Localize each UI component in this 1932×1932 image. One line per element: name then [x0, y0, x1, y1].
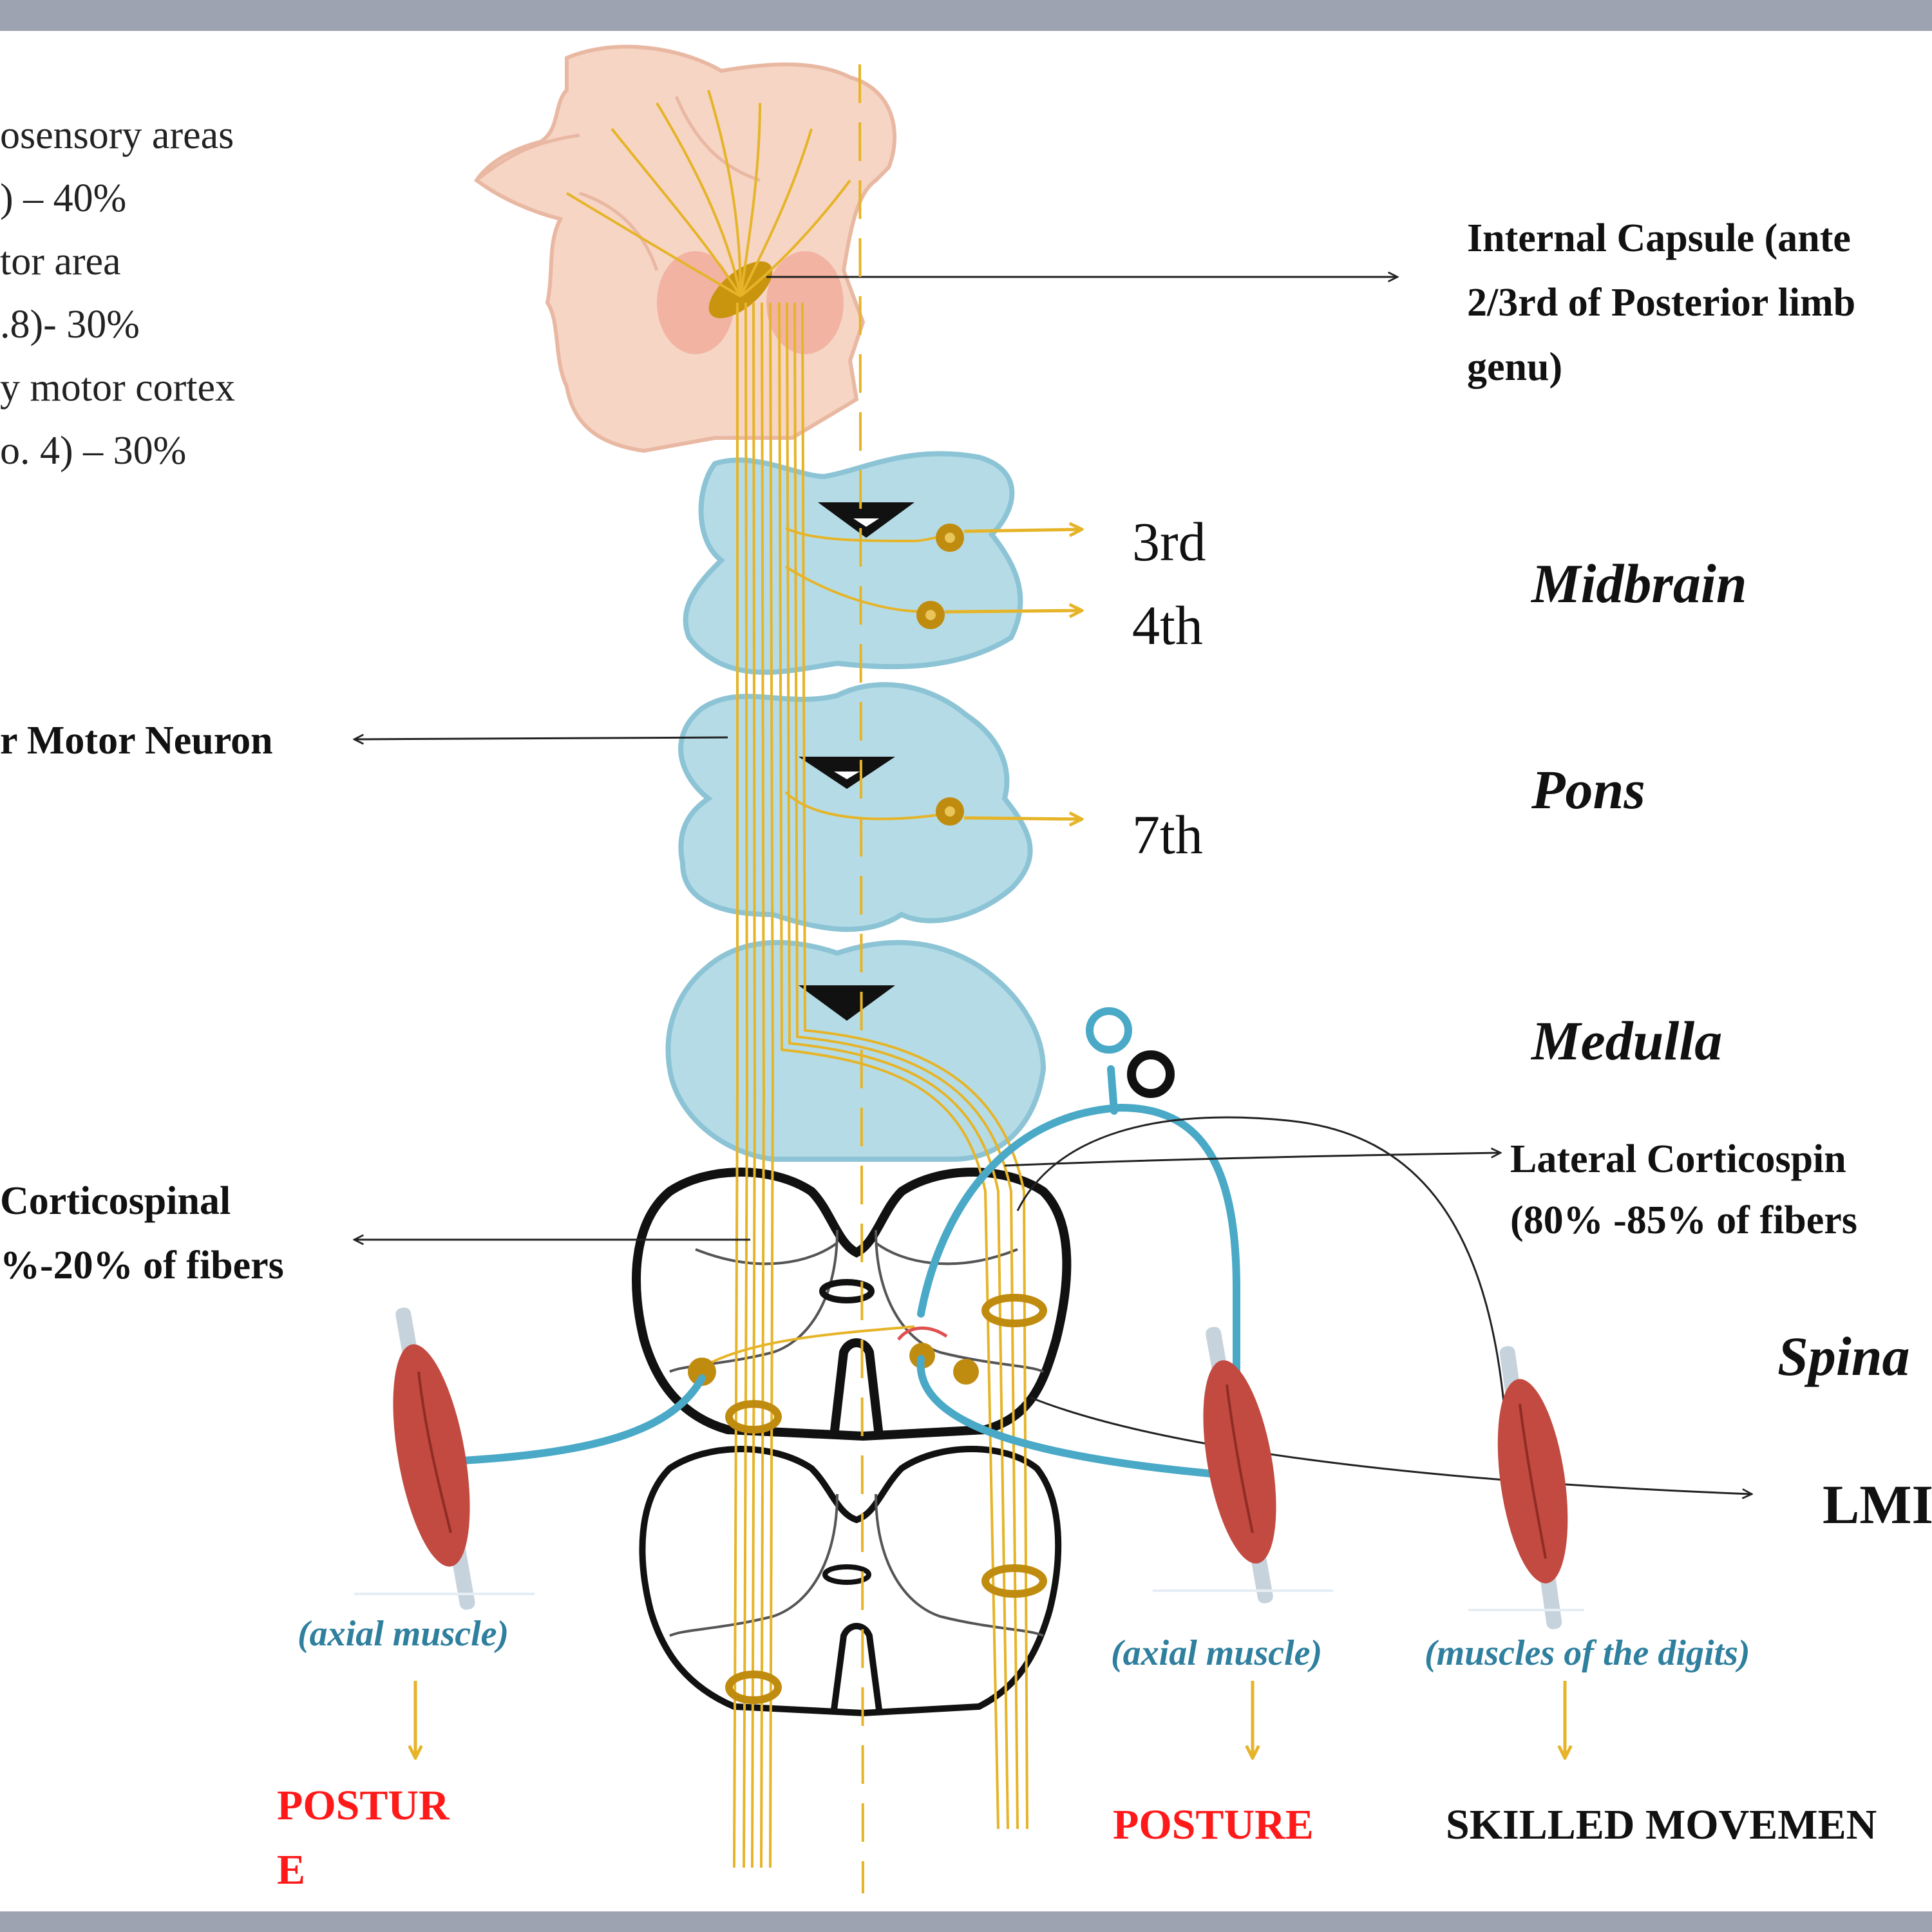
muscle-axial-left — [393, 1307, 475, 1610]
cranial-nerve-7-label: 7th — [1132, 804, 1203, 866]
lateral-corticospinal-label: Lateral Corticospin (80% -85% of fibers — [1510, 1137, 1857, 1242]
output-right: SKILLED MOVEMEN — [1446, 1801, 1877, 1848]
cranial-nerve-nuclei — [916, 524, 964, 826]
muscle-label-left: (axial muscle) — [298, 1614, 509, 1654]
cortex-label-2: ) – 40% — [0, 176, 126, 220]
cortex-label-4: .8)- 30% — [0, 303, 140, 346]
internal-capsule-line-1: Internal Capsule (ante — [1467, 216, 1851, 260]
interneuron-red — [897, 1326, 948, 1341]
region-label-medulla: Medulla — [1530, 1010, 1722, 1072]
midbrain-segment — [683, 451, 1023, 675]
anterior-tract-line-1: Corticospinal — [0, 1179, 231, 1223]
pons-segment — [678, 682, 1033, 933]
spinal-motor-nuclei — [725, 1294, 1047, 1704]
cortex-label-3: tor area — [0, 240, 121, 283]
lower-motor-neuron-fibers — [434, 1065, 1240, 1479]
cranial-nerve-3-label: 3rd — [1132, 511, 1206, 573]
lmn-label: LMI — [1823, 1473, 1932, 1535]
sensory-ganglion-black — [1127, 1050, 1175, 1098]
output-middle: POSTURE — [1113, 1801, 1314, 1848]
cerebral-cortex-illustration — [473, 44, 897, 453]
lateral-tract-line-2: (80% -85% of fibers — [1510, 1198, 1857, 1242]
medulla-segment — [665, 940, 1046, 1162]
muscle-label-right: (muscles of the digits) — [1425, 1633, 1750, 1673]
muscle-label-underlines — [354, 1589, 1584, 1611]
muscle-axial-middle — [1203, 1327, 1276, 1604]
sensory-ganglion-blue — [1086, 1007, 1132, 1054]
output-left-line-2: E — [277, 1846, 305, 1893]
lateral-tract-line-1: Lateral Corticospin — [1510, 1137, 1846, 1181]
anterior-corticospinal-label: Corticospinal %-20% of fibers — [0, 1179, 284, 1287]
region-label-midbrain: Midbrain — [1530, 553, 1747, 614]
muscle-digits-right — [1497, 1346, 1568, 1629]
internal-capsule-line-3: genu) — [1467, 345, 1562, 389]
output-left-line-1: POSTUR — [277, 1782, 450, 1829]
output-arrows — [415, 1681, 1565, 1758]
pointer-arrows — [354, 737, 1752, 1494]
upper-motor-neuron-label: r Motor Neuron — [0, 719, 273, 762]
internal-capsule-label: Internal Capsule (ante 2/3rd of Posterio… — [1467, 216, 1855, 389]
cortex-label-5: y motor cortex — [0, 366, 235, 410]
cortical-origin-labels: osensory areas ) – 40% tor area .8)- 30%… — [0, 113, 235, 473]
cranial-nerve-exit-arrows — [944, 529, 1082, 819]
top-frame-bar — [0, 0, 1932, 31]
bottom-frame-bar — [0, 1911, 1932, 1932]
region-label-pons: Pons — [1531, 759, 1645, 820]
cortex-label-1: osensory areas — [0, 113, 234, 157]
midline-dashed — [858, 64, 864, 1894]
muscle-label-middle: (axial muscle) — [1111, 1633, 1322, 1673]
internal-capsule-line-2: 2/3rd of Posterior limb — [1467, 281, 1855, 325]
cranial-nerve-4-label: 4th — [1132, 594, 1203, 656]
region-label-spinal: Spina — [1777, 1325, 1910, 1387]
cortex-label-6: o. 4) – 30% — [0, 429, 186, 473]
anterior-tract-line-2: %-20% of fibers — [0, 1244, 284, 1287]
